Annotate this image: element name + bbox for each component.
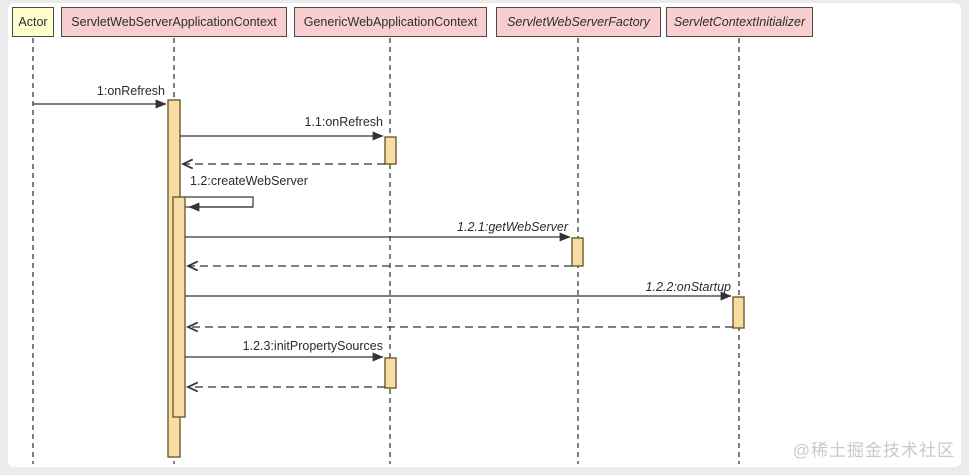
participant-servlet-context-initializer: ServletContextInitializer [666,7,813,37]
participant-actor: Actor [12,7,54,37]
activation-bar-swsac-nested [172,196,186,418]
message-label-getwebserver: 1.2.1:getWebServer [457,220,568,234]
diagram-canvas [8,3,961,467]
activation-bar-factory [571,237,584,267]
message-label-createwebserver: 1.2:createWebServer [190,174,308,188]
activation-bar-generic-1 [384,136,397,165]
message-label-onrefresh-generic: 1.1:onRefresh [304,115,383,129]
activation-bar-generic-2 [384,357,397,389]
activation-bar-initializer [732,296,745,329]
self-call-loop [183,196,254,208]
message-label-onrefresh: 1:onRefresh [96,84,165,98]
participant-servlet-web-server-application-context: ServletWebServerApplicationContext [61,7,287,37]
message-label-initpropertysources: 1.2.3:initPropertySources [242,339,383,353]
message-label-onstartup: 1.2.2:onStartup [645,280,731,294]
participant-generic-web-application-context: GenericWebApplicationContext [294,7,487,37]
participant-servlet-web-server-factory: ServletWebServerFactory [496,7,661,37]
watermark-juejin: @稀土掘金技术社区 [792,441,955,460]
